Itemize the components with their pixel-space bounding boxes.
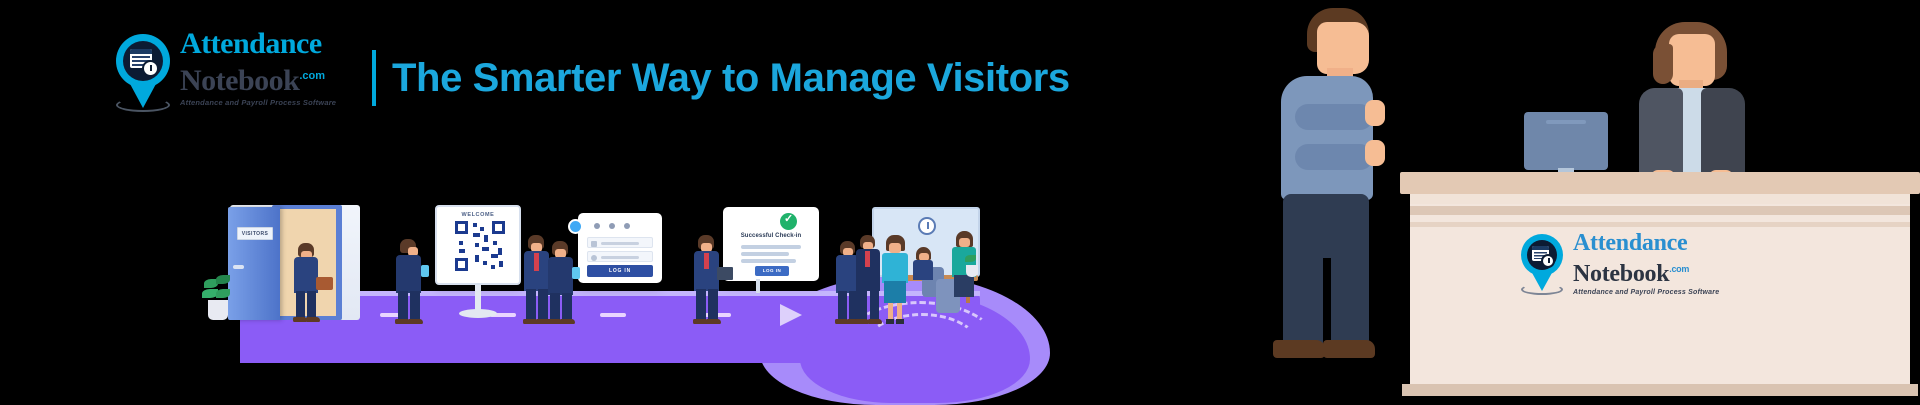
check-circle-icon bbox=[780, 212, 797, 230]
direction-arrow-icon bbox=[780, 304, 802, 326]
visitor-journey-illustration: VISITORS WELCOME bbox=[200, 205, 1050, 405]
logo-dotcom: .com bbox=[299, 70, 326, 82]
lane-dash bbox=[380, 313, 406, 317]
login-card: LOG IN bbox=[578, 213, 662, 283]
card-dots bbox=[594, 223, 630, 229]
logo-line-one: Attendance bbox=[180, 27, 322, 60]
desk-logo-line-one: Attendance bbox=[1573, 230, 1688, 256]
desk-logo-dotcom: .com bbox=[1669, 264, 1690, 274]
reception-counter-front bbox=[1410, 204, 1910, 388]
desk-location-pin-icon bbox=[1518, 234, 1566, 295]
page-title: The Smarter Way to Manage Visitors bbox=[392, 56, 1070, 100]
location-pin-icon bbox=[112, 34, 174, 112]
success-login-button[interactable]: LOG IN bbox=[755, 266, 789, 276]
lane-dash bbox=[705, 313, 731, 317]
curve-lane-dash bbox=[862, 313, 982, 385]
lane-dash bbox=[490, 313, 516, 317]
username-field[interactable] bbox=[587, 237, 653, 248]
reception-counter-top bbox=[1400, 172, 1920, 194]
logo-tagline: Attendance and Payroll Process Software bbox=[180, 98, 337, 107]
door-handle-icon bbox=[233, 265, 244, 269]
qr-kiosk-board: WELCOME bbox=[435, 205, 521, 285]
desk-logo-line-two: Notebook.com bbox=[1573, 261, 1690, 287]
visitor-face bbox=[1317, 22, 1369, 74]
lane-dash bbox=[600, 313, 626, 317]
desk-logo-tagline: Attendance and Payroll Process Software bbox=[1573, 289, 1720, 296]
login-button[interactable]: LOG IN bbox=[587, 265, 653, 277]
password-field[interactable] bbox=[587, 251, 653, 262]
desk-clock-icon bbox=[1541, 254, 1555, 268]
desk-brand-logo: Attendance Notebook.com Attendance and P… bbox=[1518, 230, 1748, 304]
visitor-door bbox=[228, 207, 280, 320]
plant-pot bbox=[966, 265, 978, 277]
smartphone-icon bbox=[421, 265, 429, 277]
kiosk-welcome-label: WELCOME bbox=[461, 212, 495, 218]
door-sign-visitors: VISITORS bbox=[237, 227, 273, 240]
walkway-edge bbox=[240, 291, 980, 296]
reception-monitor bbox=[1524, 112, 1608, 170]
success-message: Successful Check-in bbox=[740, 233, 802, 239]
curve-lane-dash bbox=[840, 301, 1000, 393]
smartphone-icon bbox=[572, 267, 580, 279]
success-card: Successful Check-in LOG IN bbox=[723, 207, 819, 281]
clock-icon bbox=[142, 60, 159, 77]
brand-logo: Attendance Notebook.com Attendance and P… bbox=[112, 28, 372, 112]
visitor-shoe bbox=[1323, 340, 1375, 358]
visitor-torso bbox=[1281, 76, 1373, 200]
receptionist-face bbox=[1669, 34, 1715, 86]
user-badge-icon bbox=[568, 219, 583, 234]
plant-pot bbox=[208, 300, 228, 320]
laptop-icon bbox=[717, 267, 733, 280]
qr-code-icon bbox=[455, 221, 507, 273]
reception-desk-illustration: Attendance Notebook.com Attendance and P… bbox=[1230, 0, 1920, 400]
logo-line-two: Notebook.com bbox=[180, 64, 326, 97]
visitor-shoe bbox=[1273, 340, 1325, 358]
headline-divider bbox=[372, 50, 376, 106]
wall-clock-icon bbox=[918, 217, 936, 235]
reception-visitor bbox=[1265, 8, 1425, 388]
